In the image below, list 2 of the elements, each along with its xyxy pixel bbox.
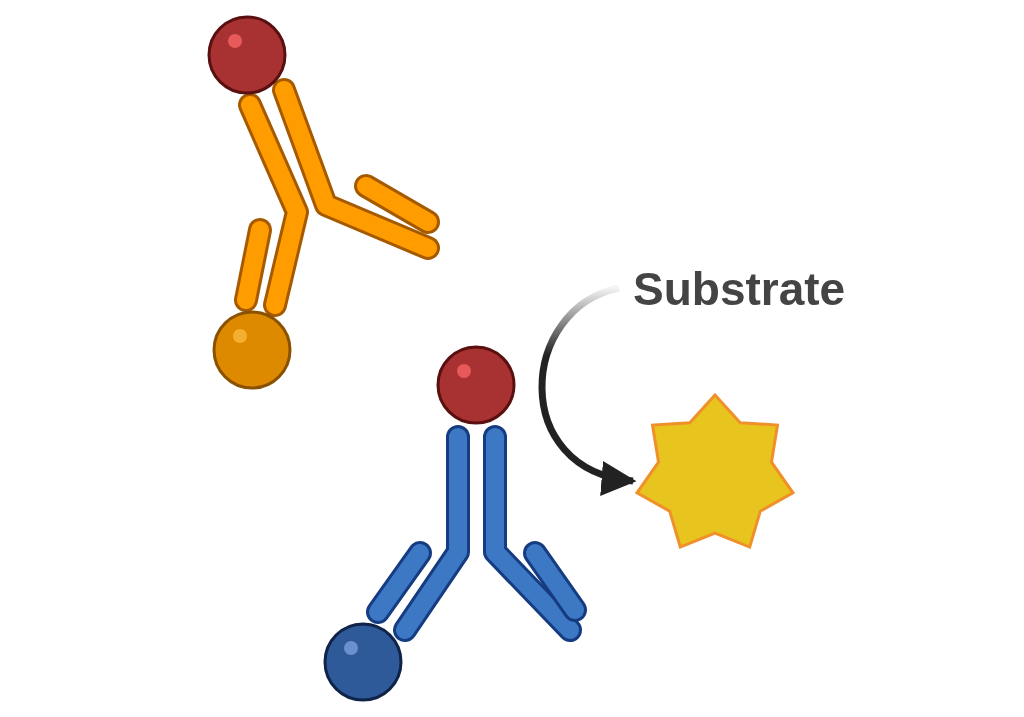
substrate-label: Substrate <box>633 262 846 316</box>
curved-arrow <box>538 284 637 493</box>
